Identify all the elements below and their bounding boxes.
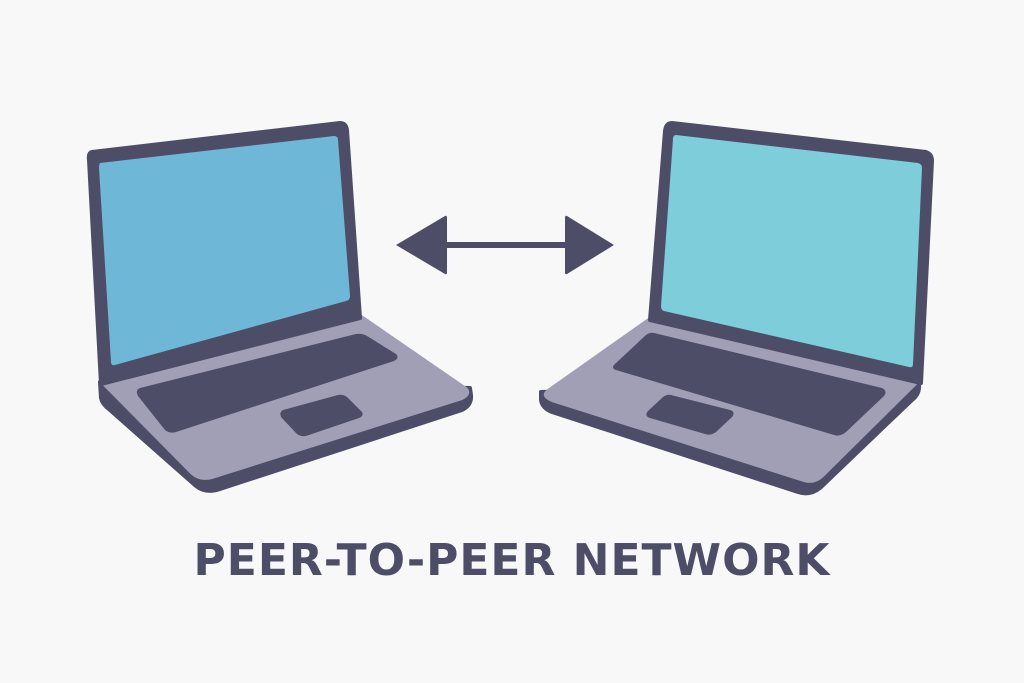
- screen: [99, 136, 350, 366]
- keyboard: [136, 333, 398, 433]
- diagram-title: PEER-TO-PEER NETWORK: [193, 535, 831, 586]
- laptop-right-icon: [539, 121, 934, 496]
- bidirectional-arrow-icon: [396, 215, 614, 275]
- trackpad: [280, 394, 363, 437]
- keyboard: [613, 332, 886, 436]
- laptop-left-icon: [86, 121, 474, 493]
- trackpad: [646, 394, 734, 435]
- screen: [661, 135, 922, 368]
